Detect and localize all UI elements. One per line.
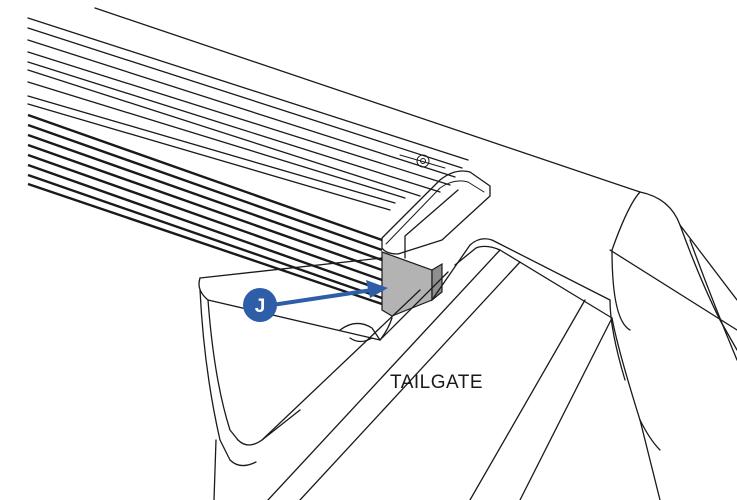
pointer-arrow	[270, 280, 388, 307]
tonneau-rail	[27, 17, 491, 306]
tailgate	[198, 238, 661, 500]
tailgate-label: TAILGATE	[390, 372, 483, 393]
callout-j-marker: J	[243, 288, 277, 322]
callout-letter: J	[255, 296, 266, 317]
bed-side-wall	[94, 7, 737, 361]
foam-block-j	[381, 251, 443, 317]
